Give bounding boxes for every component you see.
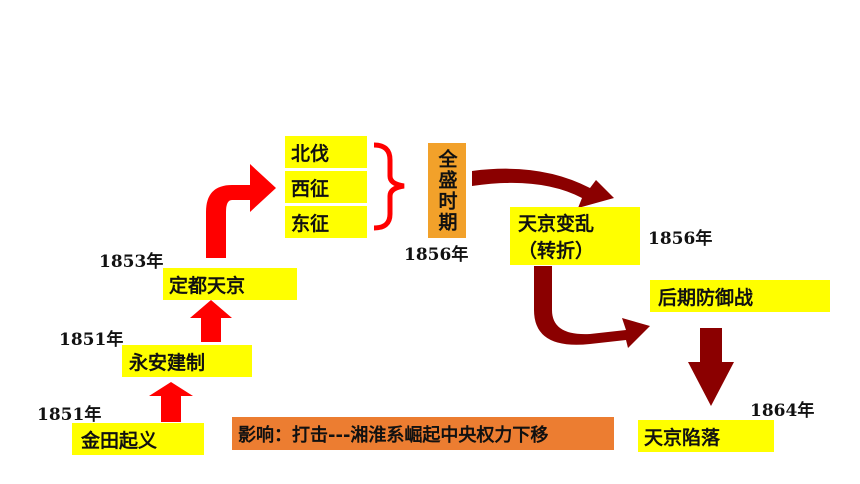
- node-bianluan-label-2: （转折）: [518, 240, 595, 262]
- node-jintian-label: 金田起义: [81, 429, 158, 452]
- year-jintian: 1851年: [37, 405, 102, 425]
- year-bianluan: 1856年: [648, 229, 713, 249]
- red-up-arrow-2: [190, 300, 232, 342]
- node-xizheng: 西征: [285, 171, 367, 203]
- node-jintian: 金田起义: [72, 423, 204, 455]
- node-dingdu: 定都天京: [163, 268, 297, 300]
- year-yongan: 1851年: [59, 330, 124, 350]
- red-curved-arrow: [206, 164, 276, 258]
- influence-box: 影响：打击---湘淮系崛起中央权力下移: [232, 417, 614, 450]
- node-quansheng: 全盛时期: [428, 143, 466, 238]
- year-xianluo: 1864年: [750, 401, 815, 421]
- year-dingdu: 1853年: [99, 252, 164, 272]
- node-xianluo-label: 天京陷落: [644, 426, 721, 449]
- year-quansheng: 1856年: [404, 245, 469, 265]
- node-yongan-label: 永安建制: [129, 351, 206, 374]
- node-dingdu-label: 定都天京: [169, 274, 246, 297]
- red-up-arrow-1: [149, 382, 193, 422]
- node-xizheng-label: 西征: [291, 177, 330, 200]
- node-xianluo: 天京陷落: [638, 420, 774, 452]
- node-bianluan: 天京变乱 （转折）: [510, 207, 640, 265]
- node-yongan: 永安建制: [122, 345, 252, 377]
- dark-red-arrow-2: [534, 266, 650, 348]
- node-dongzheng: 东征: [285, 206, 367, 238]
- node-beifa-label: 北伐: [291, 142, 330, 165]
- brace-bracket: [373, 142, 405, 231]
- node-houqi-label: 后期防御战: [658, 286, 754, 309]
- dark-red-arrow-1: [472, 168, 614, 208]
- node-dongzheng-label: 东征: [291, 212, 330, 235]
- node-beifa: 北伐: [285, 136, 367, 168]
- node-bianluan-label-1: 天京变乱: [518, 213, 595, 235]
- influence-label: 影响：打击---湘淮系崛起中央权力下移: [238, 424, 549, 446]
- dark-red-down-arrow: [688, 328, 734, 406]
- node-houqi: 后期防御战: [650, 280, 830, 312]
- node-quansheng-label: 全盛时期: [435, 148, 458, 233]
